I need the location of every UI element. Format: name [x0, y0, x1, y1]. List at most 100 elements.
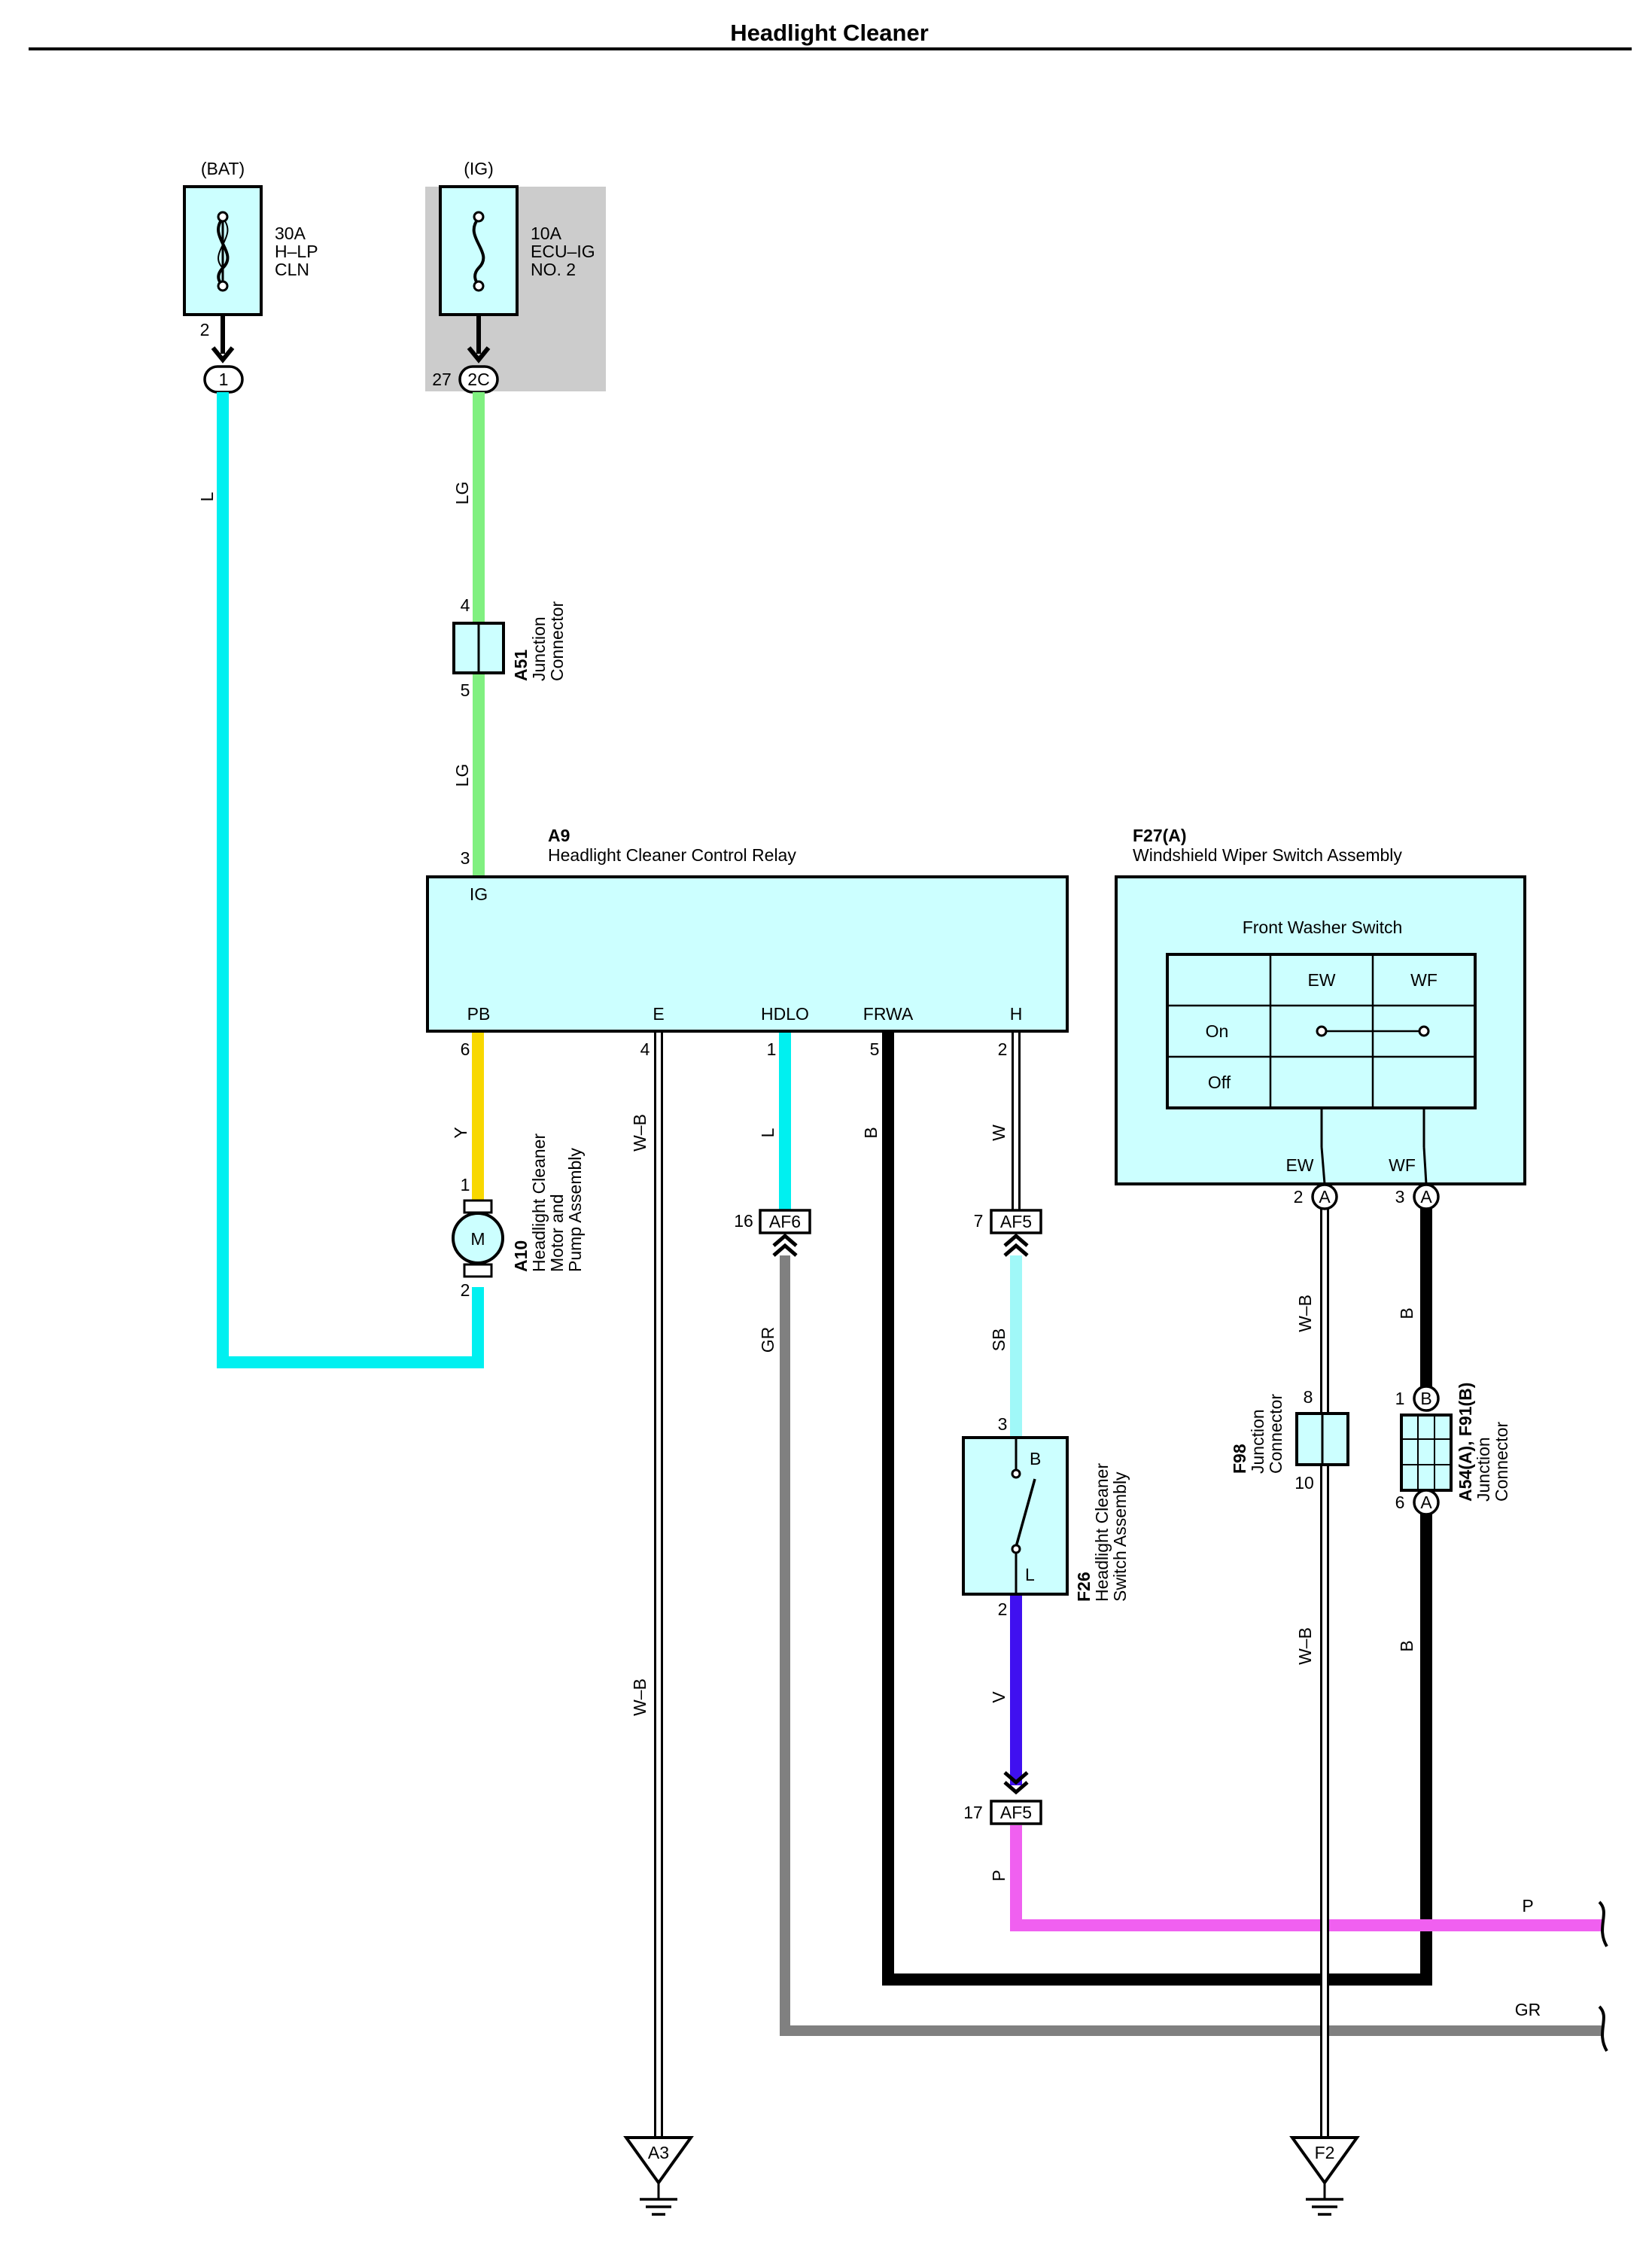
f27-switch-title: Front Washer Switch [1243, 918, 1403, 937]
a51-line1: Junction [529, 616, 549, 681]
a51-id: A51 [511, 650, 531, 681]
a9-ig-terminal: IG [470, 884, 488, 904]
f27-name: Windshield Wiper Switch Assembly [1133, 845, 1402, 865]
a9-relay: A9 Headlight Cleaner Control Relay 3 IG … [426, 826, 1069, 1059]
wire-label-e-wb-2: W–B [630, 1678, 650, 1716]
f98-pin-bottom: 10 [1295, 1473, 1314, 1493]
a51-junction-connector: 4 5 A51 Junction Connector [452, 595, 567, 700]
switch-contact-icon [1015, 1478, 1036, 1547]
a54-conn-top: B [1420, 1389, 1431, 1408]
f26-line1: Headlight Cleaner [1092, 1463, 1112, 1602]
f27-wiper-switch-assembly: F27(A) Windshield Wiper Switch Assembly … [1115, 826, 1526, 1210]
a10-line3: Pump Assembly [565, 1148, 585, 1272]
wire-label-e-wb-1: W–B [630, 1114, 650, 1152]
a9-pin-pb: 6 [461, 1039, 470, 1059]
f98-id: F98 [1230, 1444, 1249, 1474]
a9-pin-e: 4 [640, 1039, 650, 1059]
a10-line2: Motor and [547, 1194, 567, 1272]
a54-line2: Connector [1492, 1422, 1511, 1502]
a54-conn-bottom: A [1420, 1493, 1432, 1512]
a9-term-pb: PB [467, 1004, 491, 1024]
af5-bottom-name: AF5 [1000, 1803, 1032, 1822]
wire-hdlo-gr [780, 1255, 1603, 2036]
ig-fuse-name-2: NO. 2 [531, 260, 576, 279]
f27-col-wf: WF [1410, 970, 1438, 990]
a9-id: A9 [548, 826, 570, 845]
a54-f91-junction-connector: 1 B 6 A A54(A), F91(B) Junction Connecto… [1395, 1383, 1511, 1516]
a9-pin-frwa: 5 [870, 1039, 880, 1059]
wire-label-hdlo-gr: GR [758, 1327, 777, 1353]
af6-name: AF6 [769, 1212, 801, 1231]
a9-term-frwa: FRWA [863, 1004, 914, 1024]
ground-icon [623, 2136, 694, 2186]
f27-conn-wf: A [1420, 1187, 1432, 1207]
wire-label-h-sb: SB [989, 1328, 1009, 1352]
wire-f26-p [1010, 1825, 1603, 1931]
a10-pin-top: 1 [461, 1175, 470, 1194]
wire-label-frwa-b: B [861, 1127, 881, 1138]
af6-connector: 16 AF6 [734, 1209, 811, 1257]
f27-col-ew: EW [1307, 970, 1335, 990]
f27-pin-wf: 3 [1395, 1187, 1405, 1207]
bat-fuse-name-1: H–LP [275, 242, 318, 261]
wire-label-hdlo-l: L [758, 1127, 777, 1137]
wire-label-ew-wb-1: W–B [1295, 1295, 1315, 1332]
f27-row-on: On [1206, 1021, 1229, 1041]
ig-fuse-pin: 27 [432, 370, 452, 389]
wire-label-h-w: W [989, 1124, 1009, 1141]
af5-top-connector: 7 AF5 [974, 1209, 1042, 1257]
a10-id: A10 [511, 1240, 531, 1272]
f26-term-b: B [1030, 1449, 1041, 1468]
ground-f2-label: F2 [1315, 2143, 1335, 2162]
diagram-title: Headlight Cleaner [730, 20, 929, 46]
wire-label-wf-b-2: B [1397, 1640, 1416, 1651]
af5-bottom-pin: 17 [963, 1803, 983, 1822]
f27-conn-ew: A [1319, 1187, 1331, 1207]
af5-bottom-connector: 17 AF5 [963, 1771, 1042, 1825]
a54-pin-bottom: 6 [1395, 1493, 1405, 1512]
f27-pin-ew: 2 [1294, 1187, 1304, 1207]
f27-id: F27(A) [1133, 826, 1187, 845]
wire-label-ig-lg-2: LG [452, 764, 472, 787]
a10-motor-pump: M 1 2 A10 Headlight Cleaner Motor and Pu… [452, 1134, 585, 1300]
a51-pin-top: 4 [461, 595, 470, 615]
ig-source-label: (IG) [464, 159, 494, 178]
bat-fuse-amps: 30A [275, 224, 306, 243]
ground-a3: A3 [623, 2136, 694, 2216]
wire-bat-l [217, 392, 484, 1368]
f26-pin-bottom: 2 [998, 1599, 1008, 1619]
wire-label-ig-lg-1: LG [452, 482, 472, 505]
wire-label-f26-p: P [989, 1870, 1009, 1881]
a9-term-e: E [653, 1004, 664, 1024]
ground-a3-label: A3 [648, 2143, 669, 2162]
a9-term-h: H [1010, 1004, 1023, 1024]
wire-label-f26-v: V [989, 1691, 1009, 1703]
f26-pin-top: 3 [998, 1414, 1008, 1434]
wire-label-bat-l: L [197, 491, 217, 501]
f27-row-off: Off [1208, 1073, 1231, 1092]
f26-id: F26 [1074, 1572, 1094, 1602]
a9-term-hdlo: HDLO [761, 1004, 809, 1024]
a54-id: A54(A), F91(B) [1456, 1383, 1475, 1502]
a51-pin-bottom: 5 [461, 680, 470, 700]
wire-label-pb-y: Y [451, 1127, 470, 1138]
bat-connector: 1 [219, 370, 229, 389]
bat-fuse: (BAT) 30A H–LP CLN 2 1 [183, 159, 318, 394]
ig-fuse-name-1: ECU–IG [531, 242, 595, 261]
wire-label-ew-wb-2: W–B [1295, 1627, 1315, 1665]
ground-f2: F2 [1289, 2136, 1360, 2216]
a9-pin-h: 2 [998, 1039, 1008, 1059]
ground-icon [1289, 2136, 1360, 2186]
wire-frwa-b [882, 1031, 1432, 1986]
f98-line1: Junction [1248, 1409, 1267, 1474]
wire-label-gr-end: GR [1515, 2000, 1541, 2019]
f26-headlight-cleaner-switch: 3 B L 2 F26 Headlight Cleaner Switch Ass… [962, 1414, 1130, 1619]
af5-top-pin: 7 [974, 1211, 984, 1231]
af6-pin: 16 [734, 1211, 753, 1231]
wire-label-wf-b-1: B [1397, 1307, 1416, 1319]
f98-pin-top: 8 [1304, 1387, 1313, 1407]
bat-fuse-pin: 2 [200, 320, 210, 339]
ig-connector: 2C [467, 370, 489, 389]
ig-fuse-amps: 10A [531, 224, 562, 243]
